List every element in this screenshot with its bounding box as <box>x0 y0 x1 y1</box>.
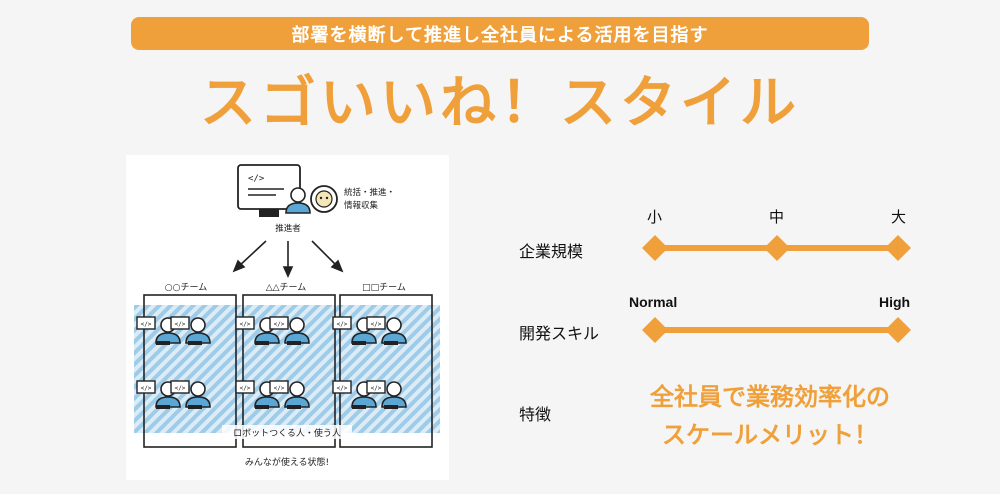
feature-text: 全社員で業務効率化の スケールメリット！ <box>620 378 920 454</box>
company-size-marker-small <box>642 235 668 261</box>
dev-skill-tick-high: High <box>879 294 911 310</box>
company-size-label: 企業規模 <box>519 242 584 261</box>
org-illustration: </> </> 統括・推進・ 情報 <box>126 155 449 480</box>
feature-line-2: スケールメリット！ <box>662 421 878 449</box>
company-size-scale <box>642 235 911 261</box>
company-size-tick-mid: 中 <box>769 208 785 226</box>
dev-skill-scale <box>642 317 911 343</box>
promoter-role-line2: 情報収集 <box>344 200 379 211</box>
promoter-role-line1: 統括・推進・ <box>344 187 395 198</box>
promoter-label: 推進者 <box>275 223 301 234</box>
company-size-tick-small: 小 <box>647 208 663 226</box>
feature-line-1: 全社員で業務効率化の <box>650 383 890 411</box>
robot-icon <box>310 185 338 213</box>
dev-skill-marker-normal <box>642 317 668 343</box>
header-banner: 部署を横断して推進し全社員による活用を目指す <box>131 17 869 50</box>
arrows <box>232 240 344 278</box>
caption-bottom: みんなが使える状態! <box>245 456 329 468</box>
feature-label: 特徴 <box>519 405 552 424</box>
banner-text: 部署を横断して推進し全社員による活用を目指す <box>291 24 709 46</box>
promoter-monitor: </> <box>237 164 311 217</box>
svg-text:</>: </> <box>248 174 265 184</box>
team-label-1: ○○チーム <box>165 282 207 293</box>
team-label-3: □□チーム <box>362 282 406 293</box>
team-label-2: △△チーム <box>266 282 307 293</box>
company-size-tick-large: 大 <box>891 208 907 226</box>
caption-inner: ロボットつくる人・使う人 <box>233 427 341 439</box>
dev-skill-label: 開発スキル <box>519 324 600 343</box>
company-size-marker-mid <box>764 235 790 261</box>
dev-skill-marker-high <box>885 317 911 343</box>
page-title: スゴいいね！スタイル <box>200 71 800 136</box>
company-size-marker-large <box>885 235 911 261</box>
org-diagram: </> </> 統括・推進・ 情報 <box>134 164 440 468</box>
dev-skill-tick-normal: Normal <box>629 294 678 310</box>
